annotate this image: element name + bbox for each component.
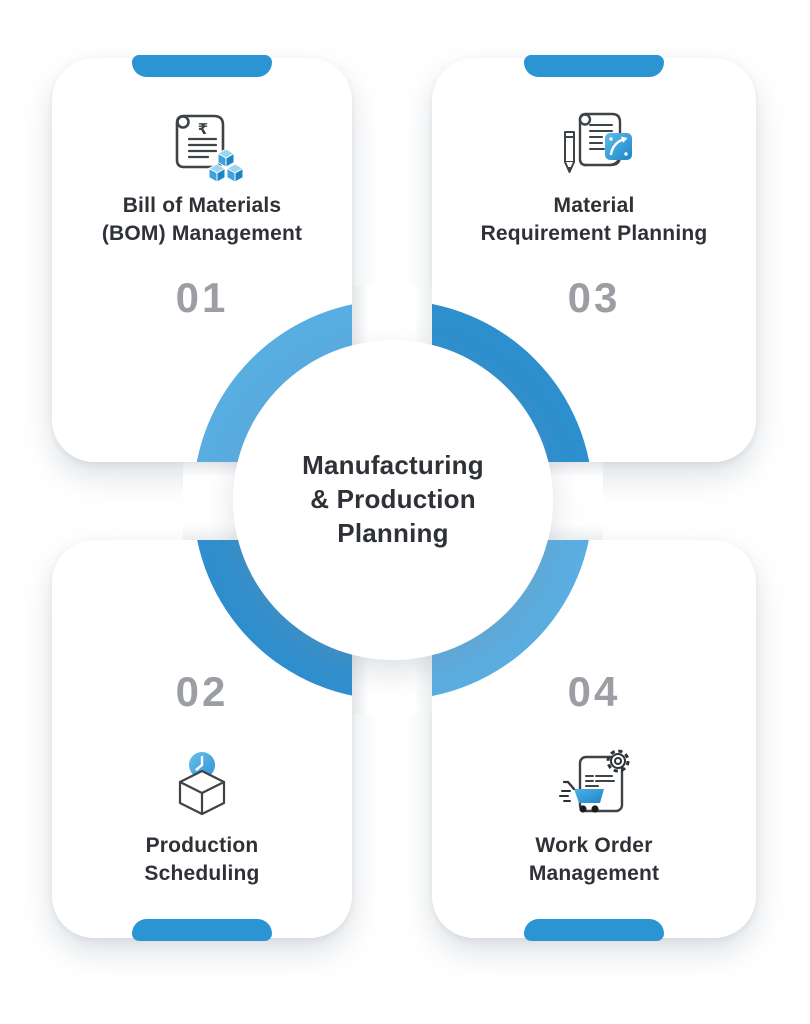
card-title-line: Scheduling	[144, 861, 260, 885]
card-title-line: Bill of Materials	[122, 194, 282, 217]
mrp-scroll-pencil-plan-icon	[546, 106, 642, 190]
card-number: 04	[567, 668, 621, 715]
card-title: Bill of Materials (BOM) Management	[52, 192, 352, 247]
card-title: Material Requirement Planning	[432, 192, 756, 247]
center-title-line: & Production	[310, 484, 476, 515]
card-title-line: Production	[145, 834, 259, 857]
svg-text:₹: ₹	[198, 120, 208, 138]
workorder-document-gear-cart-icon	[546, 745, 642, 829]
center-title-line: Planning	[337, 517, 449, 548]
card-title: Production Scheduling	[52, 832, 352, 887]
card-top-tab	[132, 55, 272, 77]
card-title-line: Management	[528, 861, 660, 885]
card-number: 01	[175, 274, 229, 321]
center-title-line: Manufacturing	[302, 450, 484, 481]
card-title: Work Order Management	[432, 832, 756, 887]
card-bottom-tab	[524, 919, 664, 941]
card-bom: ₹	[52, 55, 352, 462]
card-title-line: (BOM) Management	[101, 221, 303, 245]
card-top-tab	[524, 55, 664, 77]
card-title-line: Work Order	[535, 834, 653, 857]
center-title: Manufacturing & Production Planning	[302, 449, 484, 550]
card-title-line: Requirement Planning	[480, 221, 708, 245]
bom-scroll-cubes-icon: ₹	[154, 106, 250, 190]
card-number: 02	[175, 668, 229, 715]
card-number: 03	[567, 274, 621, 321]
card-bottom-tab	[132, 919, 272, 941]
cube-clock-icon	[154, 745, 250, 829]
center-hub: Manufacturing & Production Planning	[233, 340, 553, 660]
card-title-line: Material	[553, 194, 635, 217]
